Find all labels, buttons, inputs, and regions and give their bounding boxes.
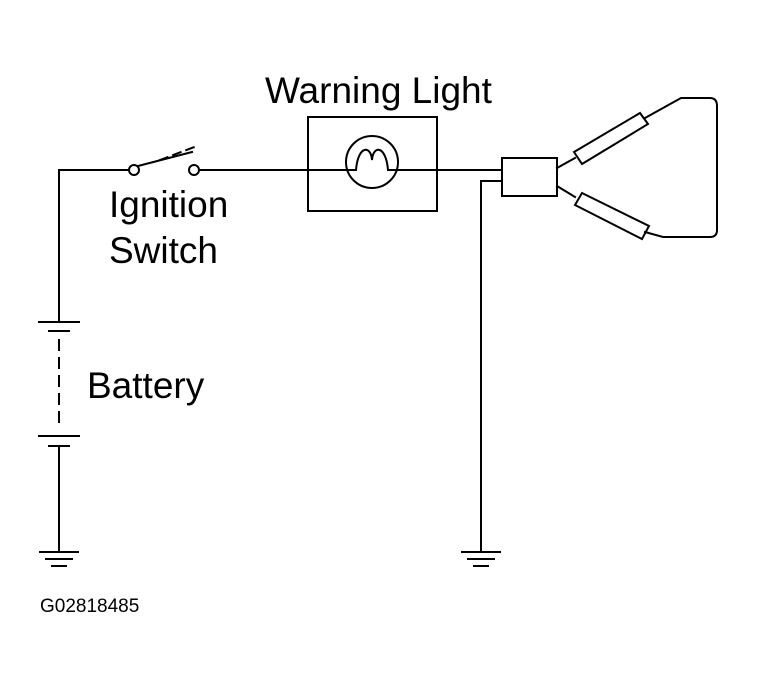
sensor-probes <box>555 97 718 241</box>
left-wire <box>58 169 129 323</box>
ground-symbol-left <box>39 551 79 567</box>
ignition-switch-label-line2: Switch <box>109 230 218 271</box>
ignition-switch-label-line1: Ignition <box>109 184 229 225</box>
ignition-switch-symbol <box>128 144 200 176</box>
warning-light-symbol <box>307 116 438 212</box>
ground-wire-right <box>480 180 492 553</box>
figure-code: G02818485 <box>40 596 140 617</box>
warning-light-label: Warning Light <box>265 70 492 111</box>
battery-symbol <box>38 321 80 553</box>
sensor-connector <box>490 157 558 197</box>
ground-symbol-right <box>461 551 501 567</box>
battery-label: Battery <box>87 365 205 406</box>
